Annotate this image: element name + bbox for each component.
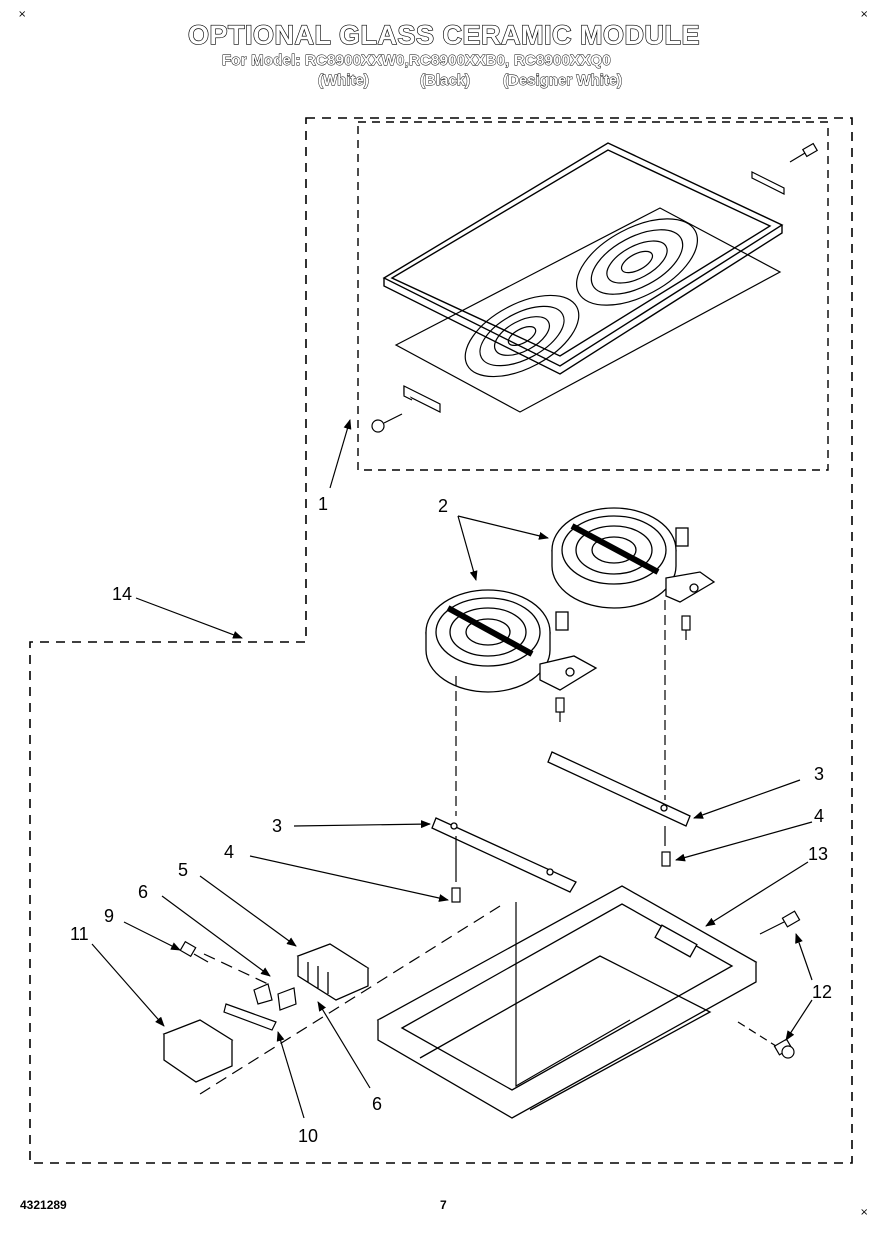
page-title: OPTIONAL GLASS CERAMIC MODULE xyxy=(187,19,700,50)
callout-10: 10 xyxy=(298,1126,318,1146)
model-numbers: For Model: RC8900XXW0,RC8900XXB0, RC8900… xyxy=(222,52,612,70)
terminal-block xyxy=(296,943,370,1001)
callout-5: 5 xyxy=(178,860,188,880)
callout-13: 13 xyxy=(808,844,828,864)
callout-4-front: 4 xyxy=(224,842,234,862)
callout-6-top: 6 xyxy=(138,882,148,902)
frame-clip-left xyxy=(371,385,441,433)
trim-frame xyxy=(382,142,784,375)
variant-black: (Black) xyxy=(420,72,471,90)
page-number: 7 xyxy=(440,1198,447,1212)
variant-white: (White) xyxy=(318,72,370,90)
variant-designer-white: (Designer White) xyxy=(503,72,623,90)
callout-9: 9 xyxy=(104,906,114,926)
callout-1: 1 xyxy=(318,494,328,514)
module-pan xyxy=(376,885,758,1119)
document-number: 4321289 xyxy=(20,1198,67,1212)
leader-arrows xyxy=(91,419,813,1119)
frame-clip-right xyxy=(751,142,819,195)
wiring-dashed xyxy=(199,905,501,1095)
callout-6-bottom: 6 xyxy=(372,1094,382,1114)
callout-4-rear: 4 xyxy=(814,806,824,826)
callout-11: 11 xyxy=(70,924,89,944)
callout-2: 2 xyxy=(438,496,448,516)
element-screws xyxy=(555,615,691,722)
surface-element-rear xyxy=(551,507,716,609)
bracket-rear xyxy=(547,751,691,827)
callout-3-rear: 3 xyxy=(814,764,824,784)
callout-3-front: 3 xyxy=(272,816,282,836)
registration-mark-bottom-right: × xyxy=(860,1207,869,1218)
module-boundary-dashed xyxy=(29,117,853,1164)
bracket-front xyxy=(431,817,577,893)
mounting-strap xyxy=(223,1003,277,1031)
callout-12: 12 xyxy=(812,982,832,1002)
callout-14: 14 xyxy=(112,584,132,604)
surface-element-front xyxy=(425,589,598,693)
terminal-cover xyxy=(162,1019,234,1083)
pan-wiring xyxy=(515,902,631,1088)
registration-mark-top-right: × xyxy=(860,9,869,20)
frame-boundary-dashed xyxy=(357,121,829,471)
glass-top xyxy=(394,207,782,413)
small-screw xyxy=(179,940,209,963)
registration-mark-top-left: × xyxy=(18,9,27,20)
pan-screws xyxy=(737,910,801,1059)
wire-clips xyxy=(253,983,297,1011)
bracket-screws xyxy=(451,851,671,903)
assembly-guides xyxy=(455,600,666,816)
